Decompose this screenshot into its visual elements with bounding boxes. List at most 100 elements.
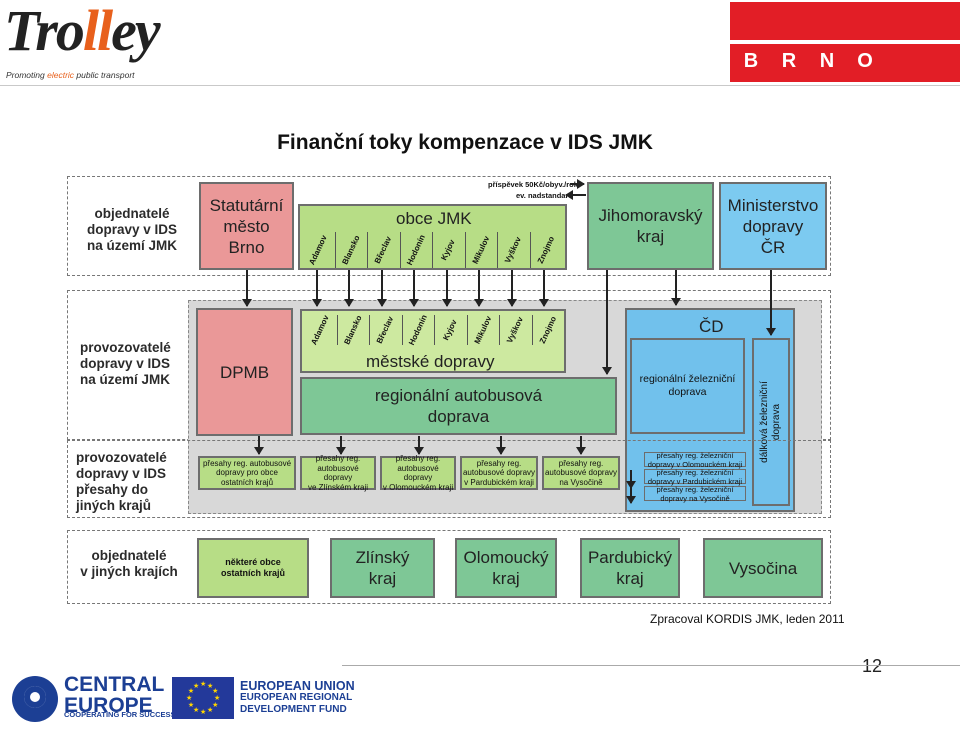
flow-arrow: [442, 270, 452, 307]
town-name: Mikulov: [470, 234, 491, 266]
eu-fund-logo-text: EUROPEAN UNION EUROPEAN REGIONAL DEVELOP…: [240, 680, 355, 716]
town-separator: [369, 315, 370, 345]
town-separator: [367, 232, 368, 268]
trolley-logo: Trolley Promoting electric public transp…: [4, 0, 184, 82]
town-name: Adamov: [309, 313, 331, 347]
flow-arrow: [242, 270, 252, 307]
town-separator: [401, 315, 403, 345]
town-label: Vyškov: [503, 313, 527, 347]
band-overlaps: [67, 440, 831, 518]
page-title: Finanční toky kompenzace v IDS JMK: [277, 131, 653, 154]
obce-jmk-label: obce JMK: [396, 209, 472, 228]
overlap-rail-box: přesahy reg. železniční dopravy v Olomou…: [644, 451, 746, 469]
town-name: Hodonín: [404, 233, 427, 267]
overlap-bus-box: přesahy reg. autobusové dopravy pro obce…: [198, 456, 296, 490]
eu-flag-icon: ★★★★★★★★★★★★: [172, 677, 234, 719]
town-separator: [464, 232, 466, 268]
town-label: Hodonín: [404, 232, 428, 268]
row-label-overlaps: provozovatelé dopravy v IDS přesahy do j…: [76, 450, 167, 513]
tagline-part: Promoting: [6, 70, 48, 80]
eu-text-line: EUROPEAN UNION: [240, 679, 355, 693]
logo-word-part: ll: [82, 0, 113, 63]
brno-band-divider: [730, 40, 960, 44]
credit-note: Zpracoval KORDIS JMK, leden 2011: [650, 612, 845, 626]
town-name: Adamov: [307, 233, 329, 267]
town-separator: [336, 315, 338, 345]
town-separator: [334, 232, 336, 268]
contribution-arrow: [570, 179, 585, 189]
row-label-operators: provozovatelé dopravy v IDS na území JMK: [80, 340, 171, 387]
jmk-region-box: Jihomoravský kraj: [587, 182, 714, 270]
cd-label: ČD: [699, 317, 724, 336]
central-europe-emblem: [12, 676, 58, 722]
row-label-ordering: objednatelé dopravy v IDS na území JMK: [86, 206, 178, 253]
town-name: Blansko: [339, 233, 362, 267]
brno-letter: R: [774, 46, 804, 76]
overlap-rail-box: přesahy reg. železniční dopravy v Pardub…: [644, 468, 746, 486]
eu-star-icon: ★: [214, 695, 221, 702]
other-region-box: některé obce ostatních krajů: [197, 538, 309, 598]
overlap-bus-box: přesahy reg. autobusové dopravy na Vysoč…: [542, 456, 620, 490]
town-label: Mikulov: [469, 232, 493, 268]
town-separator: [434, 315, 435, 345]
eu-text-line: EUROPEAN REGIONAL: [240, 692, 353, 703]
overlap-rail-box: přesahy reg. železniční dopravy na Vysoč…: [644, 485, 746, 503]
town-separator: [432, 232, 433, 268]
town-separator: [497, 232, 498, 268]
town-label: Blansko: [341, 313, 365, 347]
overlap-bus-box: přesahy reg. autobusové dopravy v Pardub…: [460, 456, 538, 490]
eu-star-icon: ★: [212, 702, 219, 709]
town-name: Břeclav: [372, 234, 394, 266]
town-label: Blansko: [339, 232, 363, 268]
eu-star-icon: ★: [212, 688, 219, 695]
town-label: Břeclav: [371, 232, 395, 268]
footer-divider: [342, 665, 960, 666]
logo-word-part: ey: [111, 0, 160, 63]
eu-star-icon: ★: [187, 702, 195, 709]
town-separator: [531, 315, 533, 345]
eu-star-icon: ★: [207, 682, 214, 690]
flow-arrow: [414, 436, 424, 455]
ce-logo-tagline: COOPERATING FOR SUCCESS.: [64, 710, 178, 719]
eu-star-icon: ★: [193, 682, 200, 690]
trolley-logo-tagline: Promoting electric public transport: [6, 70, 135, 80]
town-name: Kyjov: [439, 238, 457, 262]
flow-arrow: [474, 270, 484, 307]
eu-star-icon: ★: [193, 707, 200, 715]
flow-arrow: [507, 270, 517, 307]
eu-star-icon: ★: [200, 709, 207, 716]
town-label: Adamov: [308, 313, 332, 347]
town-name: Vyškov: [505, 315, 525, 345]
town-name: Znojmo: [537, 315, 558, 345]
brno-letter: N: [812, 46, 842, 76]
brno-city-box: Statutární město Brno: [199, 182, 294, 270]
other-region-box: Olomoucký kraj: [455, 538, 557, 598]
long-distance-rail-box: dálková železniční doprava: [752, 338, 790, 506]
header-divider: [0, 85, 960, 86]
flow-arrow: [671, 270, 681, 306]
town-name: Kyjov: [441, 318, 459, 342]
regional-rail-box: regionální železniční doprava: [630, 338, 745, 434]
flow-arrow: [766, 270, 776, 336]
brno-letter: B: [736, 46, 766, 76]
town-label: Znojmo: [536, 313, 560, 347]
town-separator: [499, 315, 500, 345]
tagline-part: electric: [47, 70, 75, 80]
town-separator: [529, 232, 531, 268]
town-label: Kyjov: [438, 313, 462, 347]
contribution-label: příspěvek 50Kč/obyv./rok: [488, 180, 578, 189]
regional-bus-box: regionální autobusová doprava: [300, 377, 617, 435]
town-separator: [399, 232, 401, 268]
ce-logo-line: CENTRAL: [64, 673, 165, 696]
flow-arrow: [336, 436, 346, 455]
band-ordering: [67, 176, 831, 276]
above-standard-label: ev. nadstandard: [516, 191, 573, 200]
town-name: Blansko: [341, 313, 364, 347]
flow-arrow: [576, 436, 586, 455]
brno-letter: O: [850, 46, 880, 76]
logo-word-part: Tro: [4, 0, 85, 63]
ministry-box: Ministerstvo dopravy ČR: [719, 182, 827, 270]
flow-arrow: [377, 270, 387, 307]
